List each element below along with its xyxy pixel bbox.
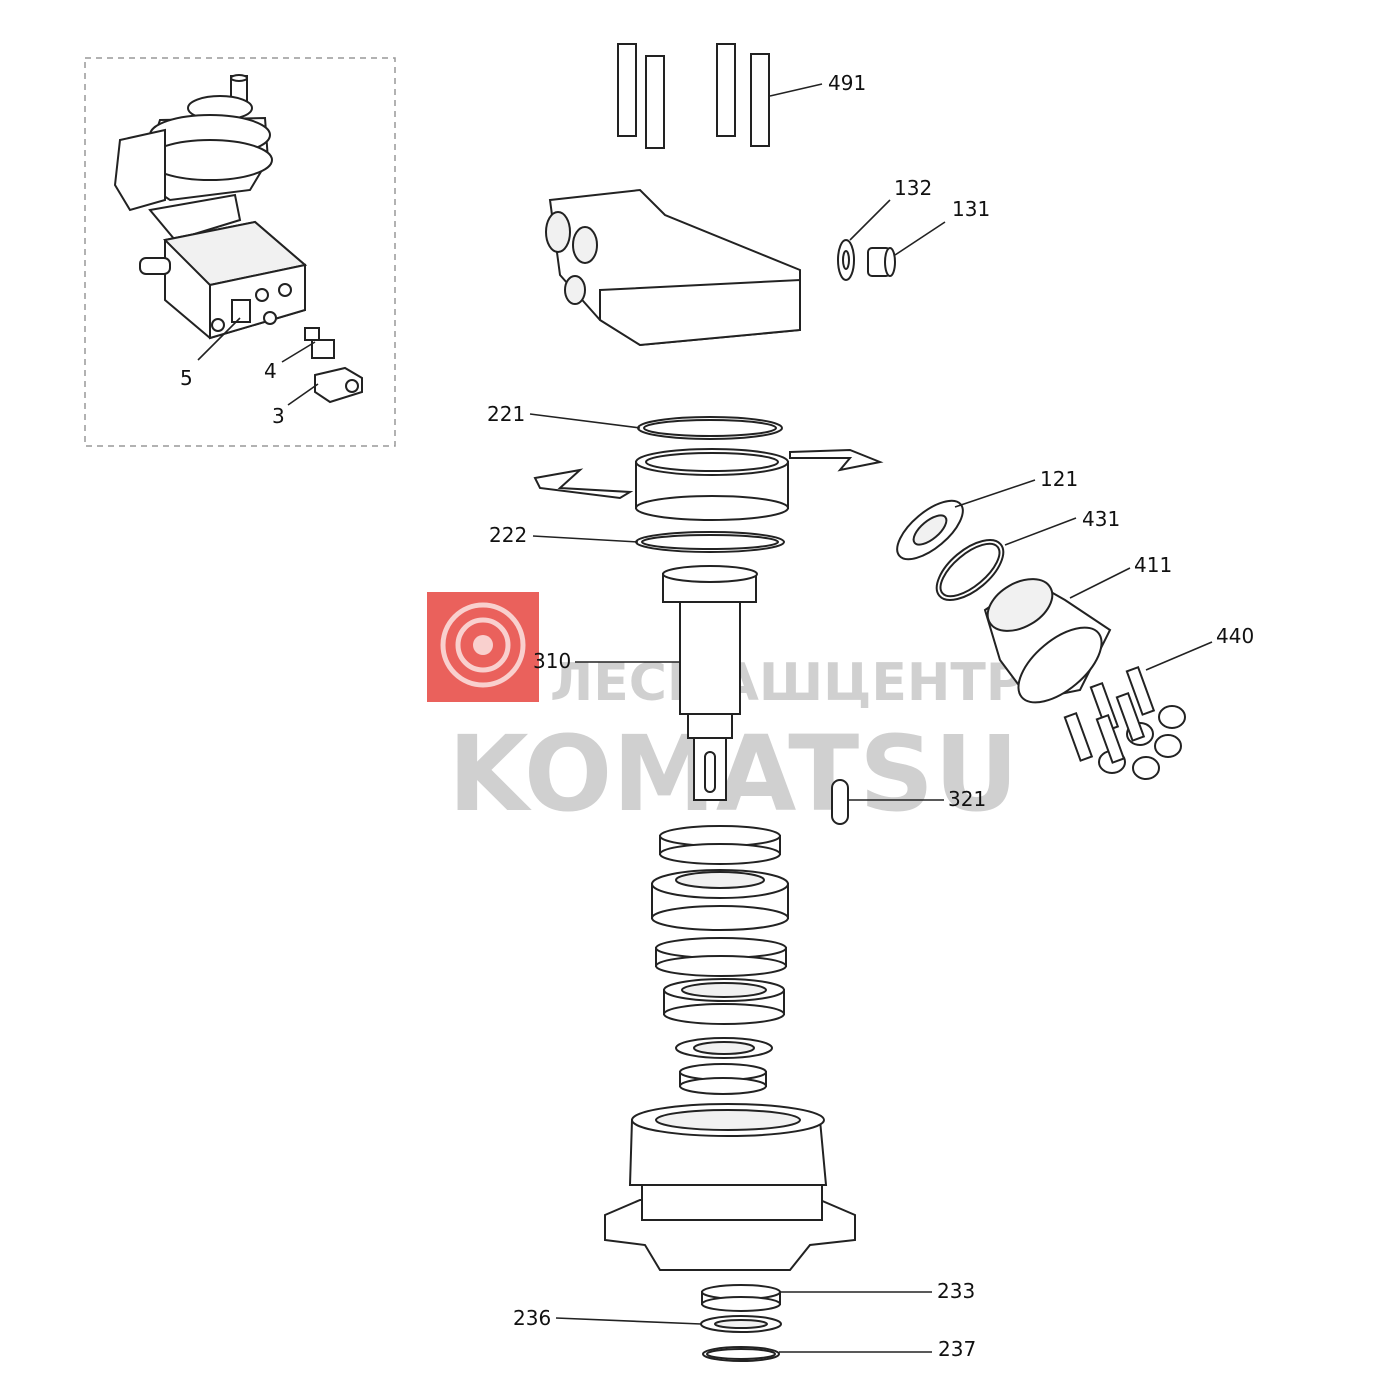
part-131-plug: 131 [867, 197, 990, 277]
sensor-part-4 [304, 327, 335, 359]
part-411-cylinder-block: 411 [983, 553, 1172, 704]
top-housing [545, 188, 801, 347]
assembly-inset: 5 4 3 [84, 57, 396, 447]
callout-label-440: 440 [1216, 624, 1254, 648]
part-233-ring: 233 [701, 1279, 975, 1312]
callout-label-121: 121 [1040, 467, 1078, 491]
inset-frame [84, 57, 396, 447]
callout-label-321: 321 [948, 787, 986, 811]
part-310-shaft: 310 [533, 565, 758, 801]
retainer-plate [533, 448, 884, 521]
callout-label-310: 310 [533, 649, 571, 673]
part-237-circlip: 237 [702, 1337, 976, 1362]
callout-label-3: 3 [272, 404, 285, 428]
callout-label-222: 222 [489, 523, 527, 547]
part-236-washer: 236 [513, 1306, 782, 1333]
callout-label-233: 233 [937, 1279, 975, 1303]
watermark-line2: KOMATSU [448, 713, 1019, 835]
callout-label-132: 132 [894, 176, 932, 200]
part-321-key: 321 [831, 779, 986, 825]
callout-label-5: 5 [180, 366, 193, 390]
spacer-ring [655, 937, 787, 977]
part-431-snap-ring: 431 [935, 507, 1120, 601]
callout-label-491: 491 [828, 71, 866, 95]
part-121-valve-plate: 121 [896, 467, 1078, 561]
callout-label-431: 431 [1082, 507, 1120, 531]
callout-label-411: 411 [1134, 553, 1172, 577]
bottom-housing [604, 1103, 856, 1271]
callout-label-4: 4 [264, 359, 277, 383]
part-221-oring: 221 [487, 402, 783, 440]
seal [663, 978, 785, 1025]
lock-nut [679, 1063, 767, 1095]
part-491-bolts: 491 [617, 43, 866, 149]
callout-label-131: 131 [952, 197, 990, 221]
part-222-oring: 222 [489, 523, 785, 553]
watermark-line1: ЛЕСМАШЦЕНТР [550, 653, 1024, 713]
part-132-washer: 132 [837, 176, 932, 281]
callout-label-237: 237 [938, 1337, 976, 1361]
callout-label-236: 236 [513, 1306, 551, 1330]
assembled-motor [113, 74, 308, 340]
part-440-pistons: 440 [1063, 624, 1254, 780]
gear-ring [659, 825, 781, 865]
bearing [651, 869, 789, 931]
callout-label-221: 221 [487, 402, 525, 426]
lock-washer [675, 1037, 773, 1059]
sensor-part-3 [314, 366, 363, 404]
watermark: ЛЕСМАШЦЕНТР KOMATSU [427, 592, 1024, 835]
